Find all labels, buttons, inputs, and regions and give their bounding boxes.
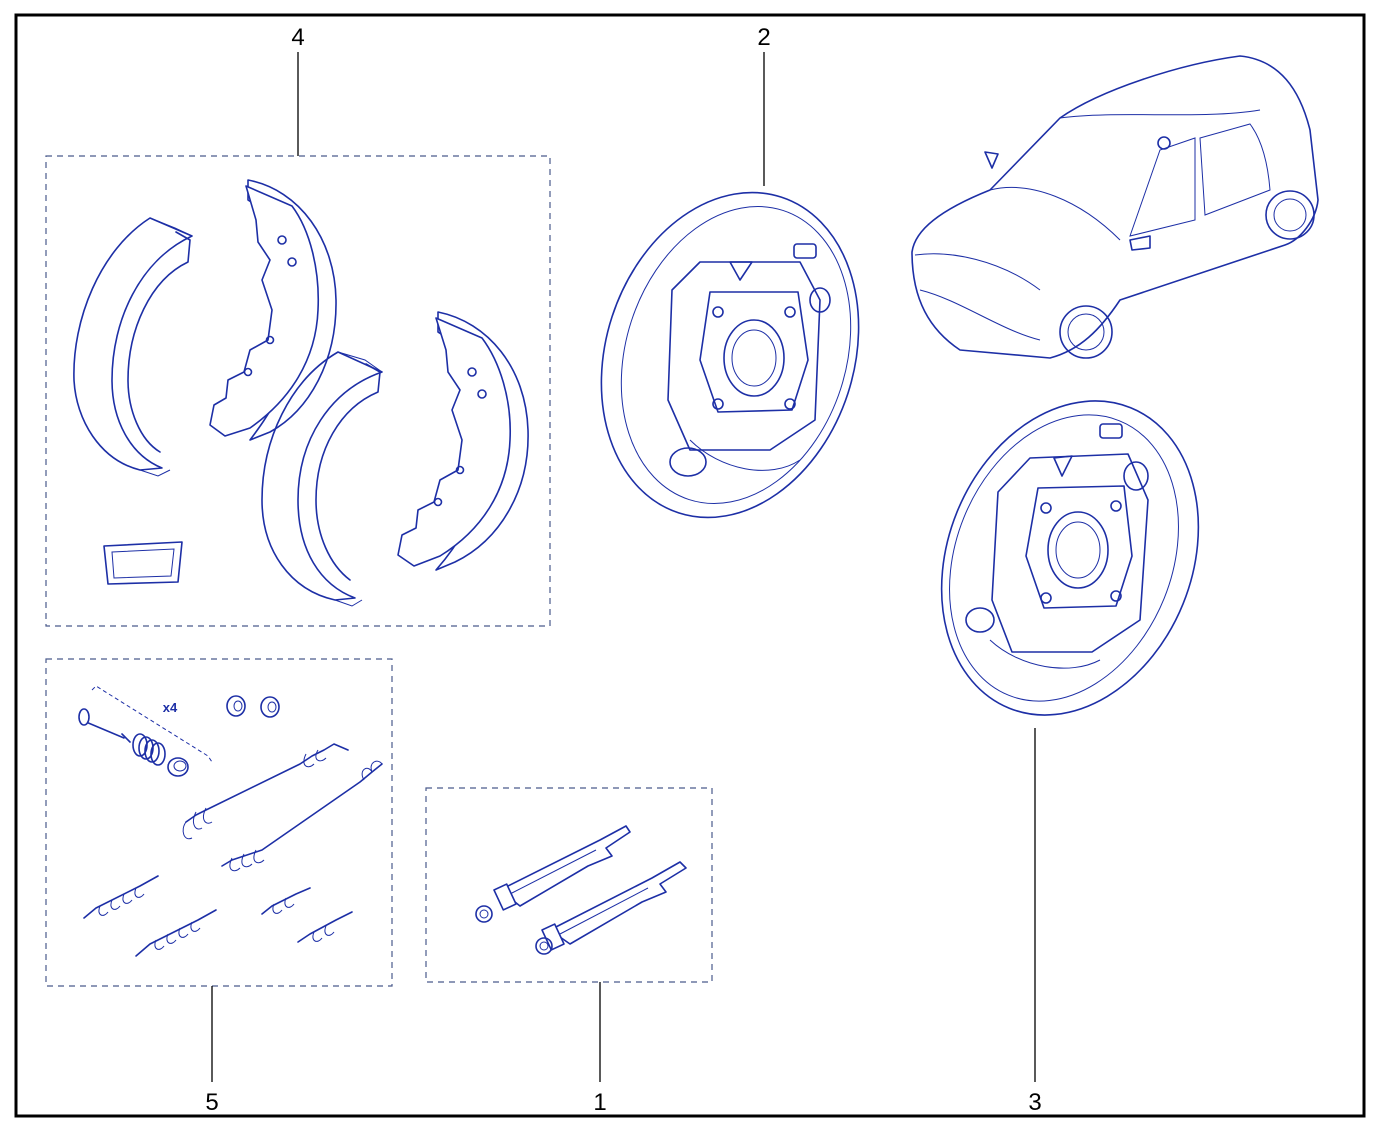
diagram-frame xyxy=(14,13,1366,1118)
brake-backing-plate-icon xyxy=(940,400,1200,716)
coil-spring-icon xyxy=(83,875,159,919)
coil-spring-icon xyxy=(135,909,217,957)
retainer-cup-icon xyxy=(226,695,246,717)
coil-spring-icon xyxy=(221,760,383,872)
brake-adjuster-icon xyxy=(535,861,687,955)
callout-2: 2 xyxy=(757,24,771,186)
group-box-brake-shoes xyxy=(45,155,551,627)
quantity-bracket xyxy=(91,685,213,763)
callout-1: 1 xyxy=(593,982,607,1116)
coil-spring-icon xyxy=(261,887,311,915)
coil-spring-icon xyxy=(132,733,166,766)
group-box-adjusters xyxy=(425,787,713,983)
callout-3: 3 xyxy=(1028,728,1042,1116)
callout-3-label: 3 xyxy=(1028,1089,1041,1116)
callout-1-label: 1 xyxy=(593,1089,606,1116)
callout-2-label: 2 xyxy=(757,24,770,51)
callout-4: 4 xyxy=(291,24,305,156)
hold-down-pin-icon xyxy=(78,708,131,743)
brake-shoe-icon xyxy=(73,217,193,477)
brake-backing-plate-icon xyxy=(600,191,860,519)
brake-adjuster-icon xyxy=(475,825,631,923)
coil-spring-icon xyxy=(182,743,349,840)
brake-shoe-icon xyxy=(209,179,337,441)
brake-shoe-icon xyxy=(397,311,529,571)
grease-pack-icon xyxy=(103,541,183,585)
callout-4-label: 4 xyxy=(291,24,304,51)
coil-spring-icon xyxy=(297,911,353,943)
retainer-cup-icon xyxy=(260,696,280,718)
callout-5: 5 xyxy=(205,986,219,1116)
group-box-spring-kit xyxy=(45,658,393,987)
hatchback-car-icon xyxy=(911,55,1319,359)
brake-shoe-icon xyxy=(261,351,383,607)
callout-5-label: 5 xyxy=(205,1089,218,1116)
quantity-note: x4 xyxy=(163,700,178,715)
retainer-cup-icon xyxy=(167,757,189,777)
